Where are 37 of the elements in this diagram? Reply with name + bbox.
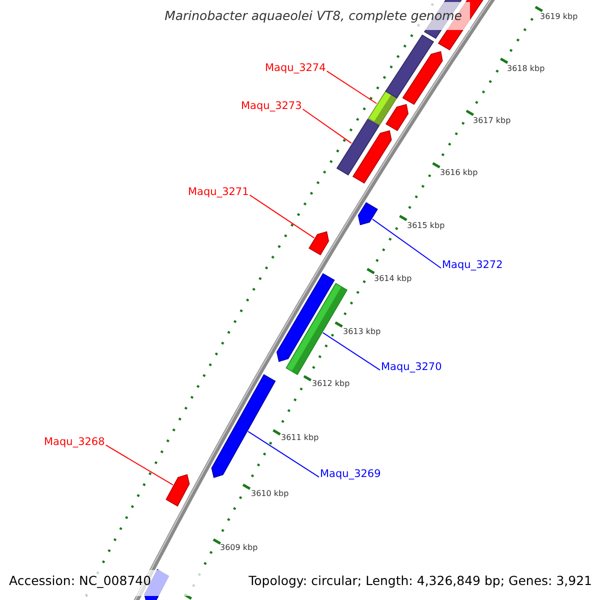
gene-feature bbox=[308, 231, 330, 256]
tick-label: 3618 kbp bbox=[507, 64, 545, 74]
gene-feature bbox=[336, 118, 380, 176]
leader-line bbox=[326, 70, 378, 104]
leader-line bbox=[248, 430, 320, 478]
gene-feature bbox=[166, 474, 190, 507]
gene-label: Maqu_3273 bbox=[241, 100, 302, 112]
tick-label: 3614 kbp bbox=[374, 274, 412, 284]
gene-feature bbox=[386, 104, 409, 132]
gene-label: Maqu_3268 bbox=[44, 436, 105, 448]
gene-label: Maqu_3271 bbox=[188, 186, 249, 198]
leader-line bbox=[249, 194, 315, 238]
accession-text: Accession: NC_008740 bbox=[9, 574, 152, 588]
gene-feature bbox=[385, 34, 434, 98]
genome-info-text: Topology: circular; Length: 4,326,849 bp; Genes: 3,921 bbox=[248, 574, 592, 588]
tick-label: 3613 kbp bbox=[343, 327, 381, 336]
tick-label: 3610 kbp bbox=[251, 489, 289, 498]
tick-label: 3616 kbp bbox=[440, 168, 478, 178]
gene-feature bbox=[358, 202, 378, 226]
gene-feature bbox=[211, 374, 276, 478]
tick-label: 3615 kbp bbox=[407, 221, 445, 230]
tick-label: 3617 kbp bbox=[473, 116, 511, 126]
tick-label: 3609 kbp bbox=[220, 543, 258, 552]
gene-label: Maqu_3269 bbox=[320, 468, 381, 480]
tick-label: 3612 kbp bbox=[312, 379, 350, 388]
leader-line bbox=[302, 108, 352, 144]
tick-label: 3619 kbp bbox=[540, 12, 578, 22]
gene-feature bbox=[352, 130, 392, 184]
gene-label: Maqu_3274 bbox=[265, 62, 326, 74]
leader-line bbox=[322, 332, 380, 371]
gene-feature bbox=[276, 273, 335, 362]
gene-label: Maqu_3270 bbox=[381, 361, 442, 374]
gene-label: Maqu_3272 bbox=[442, 259, 503, 272]
gene-feature bbox=[402, 51, 443, 105]
diagram-title: Marinobacter aquaeolei VT8, complete genome bbox=[164, 9, 462, 24]
leader-line bbox=[105, 444, 174, 486]
leader-line bbox=[372, 218, 442, 269]
